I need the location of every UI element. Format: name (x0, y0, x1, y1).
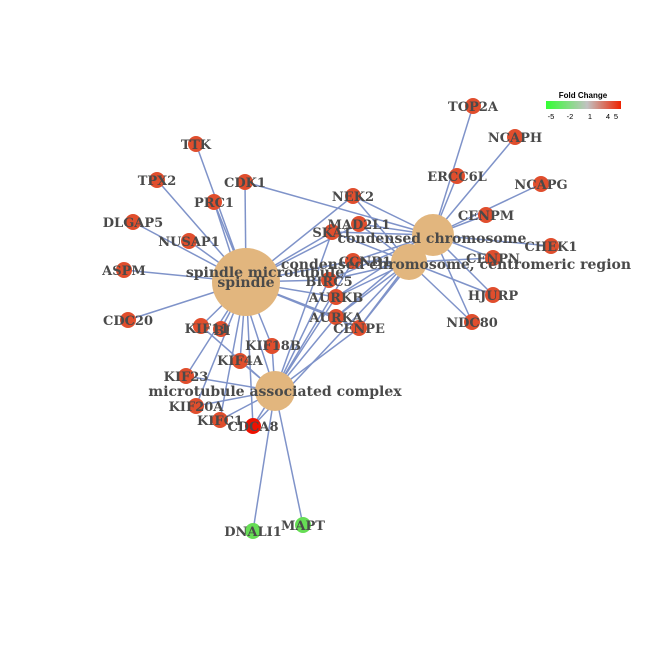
gene-label-aurkb: AURKB (308, 291, 364, 306)
gene-label-tpx2: TPX2 (138, 174, 177, 189)
gene-label-ttk: TTK (181, 138, 212, 153)
hub-label-spindle: spindle (217, 275, 274, 291)
gene-label-cenpe: CENPE (333, 322, 385, 337)
gene-node-kif20a (188, 398, 204, 414)
gene-node-cdk1 (237, 174, 253, 190)
edge (274, 279, 330, 392)
legend-title: Fold Change (559, 91, 608, 100)
gene-node-mapt (295, 517, 311, 533)
hub-label-spindle-microtubule: spindle microtubule (186, 265, 344, 281)
gene-label-ercc6l: ERCC6L (427, 170, 487, 185)
gene-label-ndc80: NDC80 (446, 316, 498, 331)
gene-label-cdk1: CDK1 (224, 176, 266, 191)
hub-label-mt-complex: microtubule associated complex (148, 384, 402, 400)
hub-node-mt (255, 371, 295, 411)
gene-node-kif4a (232, 353, 248, 369)
gene-node-kif11 (193, 318, 209, 334)
gene-label-ncapg: NCAPG (514, 178, 567, 193)
gene-label-dlgap5: DLGAP5 (103, 216, 163, 231)
gene-node-dlgap5 (125, 214, 141, 230)
gene-label-cdc20: CDC20 (103, 314, 153, 329)
gene-label-cenpn: CENPN (466, 252, 520, 267)
gene-label-top2a: TOP2A (448, 100, 499, 115)
gene-label-chek1: CHEK1 (525, 240, 578, 255)
edge (274, 390, 304, 526)
gene-node-cenpm (478, 207, 494, 223)
edge (244, 181, 434, 236)
gene-node-kif23 (178, 368, 194, 384)
gene-node-ercc6l (449, 168, 465, 184)
gene-node-birc5 (321, 272, 337, 288)
gene-label-kif18b: KIF18B (245, 339, 301, 354)
gene-node-ncapg (533, 176, 549, 192)
gene-label-cdca8: CDCA8 (227, 420, 278, 435)
gene-label-prc1: PRC1 (194, 196, 234, 211)
gene-node-tpx2 (149, 172, 165, 188)
gene-label-birc5: BIRC5 (305, 275, 352, 290)
gene-node-nek2 (345, 188, 361, 204)
gene-label-kif4a: KIF4A (217, 354, 264, 369)
legend-tick-neg: -2 (567, 112, 574, 121)
gene-node-aurkb (328, 289, 344, 305)
hub-node-cc (412, 214, 454, 256)
gene-node-ttk (188, 136, 204, 152)
fold-change-legend: Fold Change -5 -2 1 4 5 (546, 91, 621, 121)
gene-node-cenpn (485, 250, 501, 266)
gene-label-kif23: KIF23 (164, 370, 209, 385)
gene-node-kifc1 (212, 412, 228, 428)
gene-label-ncaph: NCAPH (488, 131, 542, 146)
edge (274, 231, 333, 392)
gene-label-kif11: KIF11 (185, 322, 230, 337)
gene-node-dnali1 (245, 523, 261, 539)
gene-node-aspm (116, 262, 132, 278)
gene-label-ska1: SKA1 (312, 226, 351, 241)
edge (252, 390, 276, 532)
gene-node-cenpe (351, 320, 367, 336)
hub-label-condensed-centromeric: condensed chromosome, centromeric region (281, 257, 631, 273)
gene-node-cdc20 (120, 312, 136, 328)
gene-node-ccnb1 (345, 253, 361, 269)
gene-node-cdca8 (245, 418, 261, 434)
gene-node-ska1 (324, 224, 340, 240)
gene-node-top2a (465, 98, 481, 114)
gene-label-ccnb1: CCNB1 (339, 255, 392, 270)
gene-label-kifc1: KIFC1 (197, 414, 243, 429)
legend-tick-pos: 4 (606, 112, 610, 121)
gene-label-aspm: ASPM (101, 264, 146, 279)
gene-node-prc1 (206, 194, 222, 210)
edge (274, 260, 354, 392)
hub-node-spindle (212, 248, 280, 316)
legend-tick-max: 5 (614, 112, 618, 121)
gene-node-aurka (328, 309, 344, 325)
gene-node-ndc80 (464, 314, 480, 330)
gene-node-nusap1 (181, 233, 197, 249)
gene-label-nek2: NEK2 (332, 190, 374, 205)
gene-label-hjurp: HJURP (468, 289, 519, 304)
gene-node-birc5_2 (213, 321, 229, 337)
gene-node-ncaph (507, 129, 523, 145)
gene-node-kif18b (264, 338, 280, 354)
hub-label-condensed-chromosome: condensed chromosome (338, 231, 527, 247)
gene-label-dnali1: DNALI1 (224, 525, 282, 540)
legend-tick-mid: 1 (588, 112, 592, 121)
gene-label-birc5-2: BI (213, 324, 230, 339)
gene-label-kif20a: KIF20A (169, 400, 225, 415)
gene-label-cenpm: CENPM (458, 209, 514, 224)
gene-node-mad2l1 (351, 216, 367, 232)
gene-label-nusap1: NUSAP1 (158, 235, 220, 250)
gene-label-mapt: MAPT (281, 519, 325, 534)
gene-label-aurka: AURKA (308, 311, 363, 326)
hub-node-ccr (391, 244, 427, 280)
edge (432, 136, 516, 236)
gene-node-chek1 (543, 238, 559, 254)
node-layer (116, 98, 559, 539)
legend-gradient-bar (546, 101, 621, 109)
legend-tick-min: -5 (548, 112, 555, 121)
gene-node-hjurp (485, 287, 501, 303)
gene-label-mad2l1: MAD2L1 (328, 218, 391, 233)
